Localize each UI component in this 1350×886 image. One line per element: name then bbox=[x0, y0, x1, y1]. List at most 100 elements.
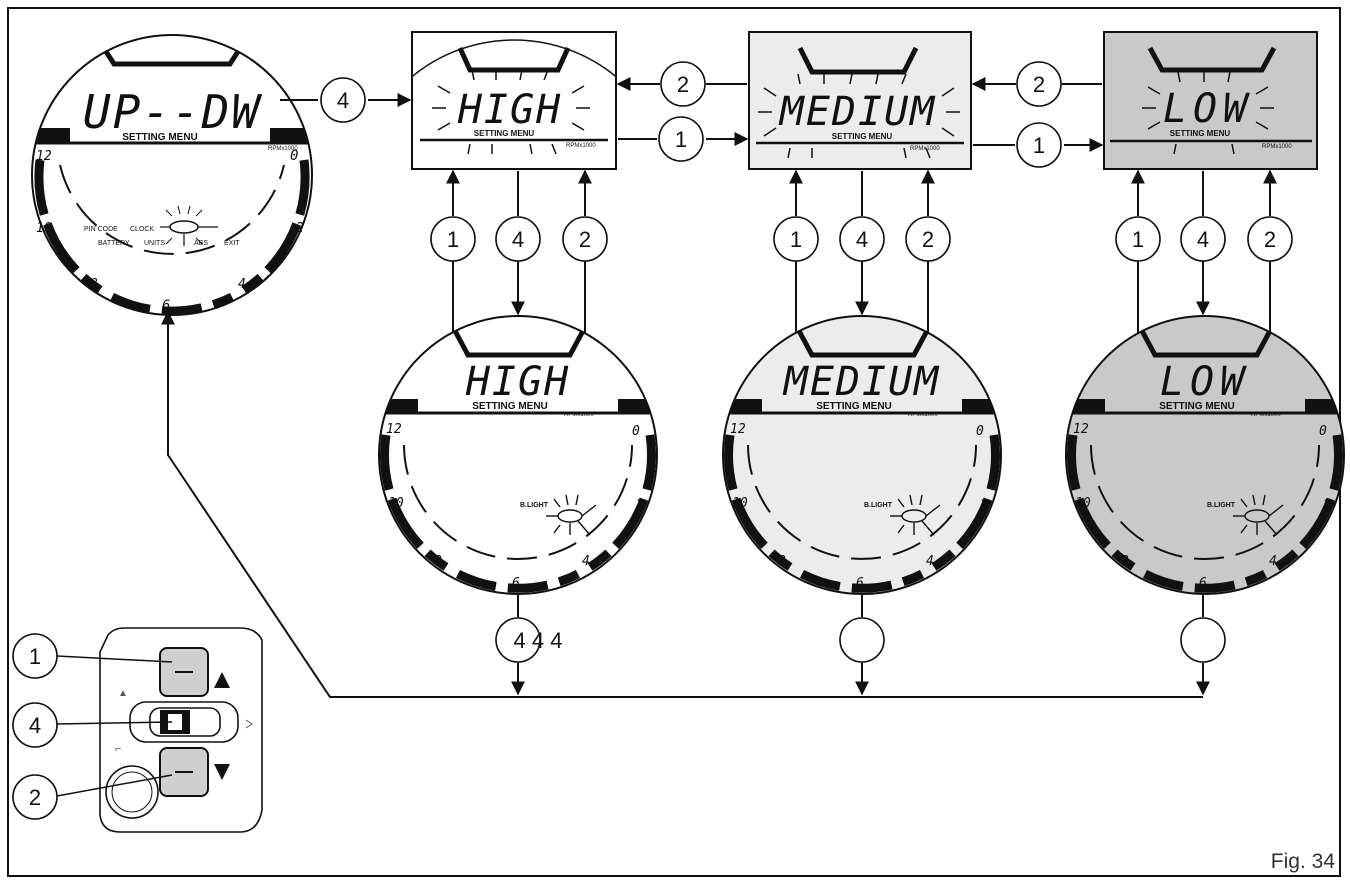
callout-medium-col-1: 1 bbox=[773, 216, 819, 262]
main-dial-title: UP--DW bbox=[83, 85, 262, 139]
callout-high-col-4: 4 bbox=[495, 216, 541, 262]
dial-medium-rpm: RPMx1000 bbox=[908, 412, 938, 418]
dial-high-blight-label: B.LIGHT bbox=[520, 502, 549, 509]
main-tick-0: 0 bbox=[290, 148, 298, 164]
dial-high-tick-8: 8 bbox=[434, 554, 442, 569]
box-high-title: HIGH bbox=[457, 87, 562, 133]
dial-high-tick-4: 4 bbox=[582, 554, 590, 569]
dial-low-title: LOW bbox=[1160, 359, 1250, 405]
callout-main-to-high-4: 4 bbox=[320, 77, 366, 123]
dial-medium-tick-2: 2 bbox=[980, 498, 988, 513]
arrow-down-icon bbox=[214, 764, 230, 780]
callout-low-to-medium-2-label: 2 bbox=[1033, 72, 1045, 97]
callout-low-col-4: 4 bbox=[1180, 216, 1226, 262]
dial-medium-tick-4: 4 bbox=[926, 554, 934, 569]
menu-units: UNITS bbox=[144, 240, 165, 247]
callout-medium-exit bbox=[839, 617, 885, 663]
dial-medium-blight-icon bbox=[890, 494, 941, 536]
box-medium-blink-icon bbox=[758, 73, 960, 159]
callout-low-exit bbox=[1180, 617, 1226, 663]
svg-text:⌐: ⌐ bbox=[115, 743, 121, 755]
callout-switch-2: 2 bbox=[12, 774, 58, 820]
main-tick-10: 10 bbox=[36, 221, 52, 236]
dial-low-tick-4: 4 bbox=[1269, 554, 1277, 569]
box-low-blink-icon bbox=[1142, 71, 1274, 155]
screen-box-low: LOW SETTING MENU RPMx1000 bbox=[1103, 31, 1318, 170]
callout-medium-col-2-label: 2 bbox=[922, 227, 934, 252]
callout-high-col-1: 1 bbox=[430, 216, 476, 262]
dial-high-tick-0: 0 bbox=[632, 424, 640, 439]
menu-clock: CLOCK bbox=[130, 226, 154, 233]
dial-low-rpm: RPMx1000 bbox=[1251, 412, 1281, 418]
callout-medium-to-low-1: 1 bbox=[1016, 122, 1062, 168]
callout-medium-col-2: 2 bbox=[905, 216, 951, 262]
callout-low-to-medium-2: 2 bbox=[1016, 61, 1062, 107]
box-high-blink-icon bbox=[432, 69, 590, 155]
box-low-setting-menu: SETTING MENU bbox=[1170, 129, 1231, 138]
dial-medium-tick-10: 10 bbox=[732, 496, 748, 511]
callout-high-to-medium-1-label: 1 bbox=[675, 127, 687, 152]
dial-low-blight-icon bbox=[1233, 494, 1284, 536]
main-tick-12: 12 bbox=[36, 149, 52, 164]
dial-low-tick-6: 6 bbox=[1199, 576, 1207, 591]
dial-high-tick-10: 10 bbox=[388, 496, 404, 511]
box-medium-title: MEDIUM bbox=[778, 89, 937, 135]
callout-medium-col-1-label: 1 bbox=[790, 227, 802, 252]
dial-medium-tick-12: 12 bbox=[730, 422, 746, 437]
box-medium-setting-menu: SETTING MENU bbox=[832, 132, 893, 141]
main-setting-menu-label: SETTING MENU bbox=[122, 132, 198, 143]
callout-high-col-1-label: 1 bbox=[447, 227, 459, 252]
callout-low-col-2-label: 2 bbox=[1264, 227, 1276, 252]
dial-high-title: HIGH bbox=[465, 359, 570, 405]
main-tick-6: 6 bbox=[162, 298, 170, 314]
callout-high-exit bbox=[495, 617, 541, 663]
dial-low-tick-0: 0 bbox=[1319, 424, 1327, 439]
dial-medium-tick-6: 6 bbox=[856, 576, 864, 591]
dial-high-tick-2: 2 bbox=[636, 498, 644, 513]
main-rpm-label: RPMx1000 bbox=[268, 146, 298, 152]
dial-low-tick-10: 10 bbox=[1075, 496, 1091, 511]
dial-low-tick-12: 12 bbox=[1073, 422, 1089, 437]
callout-switch-2-label: 2 bbox=[29, 785, 41, 810]
callout-switch-4: 4 bbox=[12, 702, 58, 748]
dial-high-tick-6: 6 bbox=[512, 576, 520, 591]
box-low-rpm: RPMx1000 bbox=[1262, 144, 1292, 150]
callout-low-col-4-label: 4 bbox=[1197, 227, 1209, 252]
callout-medium-col-4: 4 bbox=[839, 216, 885, 262]
box-medium-rpm: RPMx1000 bbox=[910, 146, 940, 152]
callout-low-col-2: 2 bbox=[1247, 216, 1293, 262]
main-tick-4: 4 bbox=[238, 277, 246, 292]
dial-low-tick-2: 2 bbox=[1323, 498, 1331, 513]
callout-medium-to-low-1-label: 1 bbox=[1033, 133, 1045, 158]
callout-low-col-1: 1 bbox=[1115, 216, 1161, 262]
box-high-setting-menu: SETTING MENU bbox=[474, 129, 535, 138]
dial-high-rpm: RPMx1000 bbox=[564, 412, 594, 418]
callout-high-col-4-label: 4 bbox=[512, 227, 524, 252]
dial-high-setting-menu: SETTING MENU bbox=[472, 401, 548, 412]
dial-medium-title: MEDIUM bbox=[782, 359, 941, 405]
callout-switch-1: 1 bbox=[12, 633, 58, 679]
callout-high-col-2: 2 bbox=[562, 216, 608, 262]
callout-switch-1-label: 1 bbox=[29, 644, 41, 669]
main-tick-2: 2 bbox=[296, 221, 304, 236]
small-arrow-icon bbox=[245, 719, 253, 729]
box-low-title: LOW bbox=[1163, 86, 1253, 132]
dial-low-setting-menu: SETTING MENU bbox=[1159, 401, 1235, 412]
main-tick-8: 8 bbox=[90, 277, 98, 292]
dial-medium-blight-label: B.LIGHT bbox=[864, 502, 893, 509]
screen-box-high: HIGH SETTING MENU RPMx1000 bbox=[411, 31, 617, 170]
figure-label: Fig. 34 bbox=[1271, 850, 1336, 873]
callout-medium-to-high-2-label: 2 bbox=[677, 72, 689, 97]
box-high-rpm: RPMx1000 bbox=[566, 143, 596, 149]
callout-high-to-medium-1: 1 bbox=[658, 116, 704, 162]
dial-medium-setting-menu: SETTING MENU bbox=[816, 401, 892, 412]
callout-main-to-high-4-label: 4 bbox=[337, 88, 349, 113]
stray-label: 4 4 4 bbox=[514, 628, 563, 653]
dial-low-tick-8: 8 bbox=[1121, 554, 1129, 569]
dial-medium-tick-0: 0 bbox=[976, 424, 984, 439]
